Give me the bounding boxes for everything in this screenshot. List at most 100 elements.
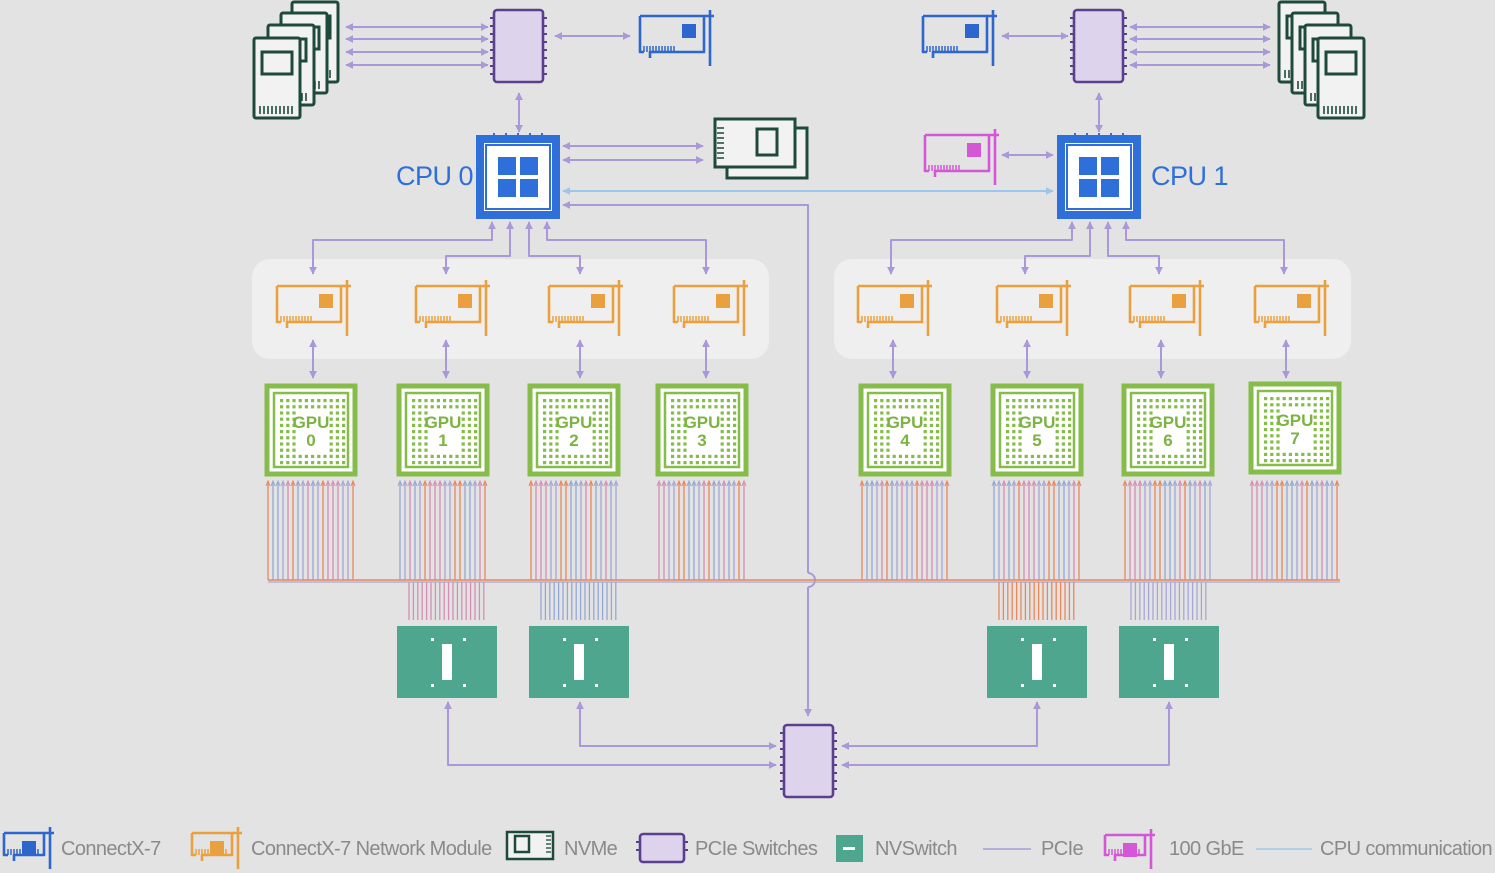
nvme-drive	[252, 36, 302, 120]
nvlink-wire-arrow	[442, 479, 448, 487]
connectx7-network-modules	[275, 280, 1329, 336]
nvlink-wire-arrow	[681, 479, 687, 487]
nvlink-wire-arrow	[1137, 479, 1143, 487]
nvlink-wire-arrow	[305, 479, 311, 487]
nvlink-wire-arrow	[1197, 479, 1203, 487]
nvlink-wire-arrow	[696, 479, 702, 487]
nvme-stack-left	[252, 0, 340, 120]
nvlink-wire-arrow	[593, 479, 599, 487]
nvlink-wire-arrow	[1142, 479, 1148, 487]
nvlink-wire-arrow	[1264, 479, 1270, 487]
connectx7-network-module	[1128, 280, 1204, 336]
nvlink-wire-arrow	[1066, 479, 1072, 487]
connectx7-network-module	[275, 280, 351, 336]
nvlink-wire-arrow	[320, 479, 326, 487]
gpu-7: GPU 7	[1248, 381, 1342, 475]
connectx7-network-module	[547, 280, 623, 336]
nvlink-wire-arrow	[1157, 479, 1163, 487]
nvlink-wire-arrow	[1269, 479, 1275, 487]
nvlink-wire-arrow	[295, 479, 301, 487]
connectx7-card	[921, 10, 997, 66]
nvlink-wire-arrow	[924, 479, 930, 487]
nvswitch	[397, 626, 497, 698]
nvlink-wire-arrow	[315, 479, 321, 487]
gbe100-icon	[1103, 829, 1155, 869]
nvlink-wire-arrow	[869, 479, 875, 487]
nvswitch	[529, 626, 629, 698]
nvlink-wire-arrow	[1274, 479, 1280, 487]
nvlink-wire-arrow	[613, 479, 619, 487]
nvlink-wire-arrow	[879, 479, 885, 487]
nvlink-wire-arrow	[533, 479, 539, 487]
nvlink-wire-arrow	[1021, 479, 1027, 487]
cpu-1	[1057, 133, 1141, 219]
nvlink-wire-arrow	[603, 479, 609, 487]
nvlink-wire-arrow	[1192, 479, 1198, 487]
nvlink-wire-arrow	[345, 479, 351, 487]
nvlink-wire-arrow	[543, 479, 549, 487]
nvlink-wire-arrow	[914, 479, 920, 487]
legend-connectx7: ConnectX-7	[61, 838, 161, 860]
gpu-3-label: GPU	[684, 413, 721, 432]
nvlink-wire-arrow	[884, 479, 890, 487]
network-module-group-right	[834, 259, 1351, 359]
gpu-5: GPU 5	[990, 383, 1084, 477]
gpu-4-index: 4	[900, 431, 910, 450]
nvlink-wire-arrow	[1011, 479, 1017, 487]
gpu-6-label: GPU	[1150, 413, 1187, 432]
nvlink-wire-arrow	[894, 479, 900, 487]
nvlink-wire-arrow	[1056, 479, 1062, 487]
pcie-switch-bottom	[780, 723, 837, 799]
nvlink-wire-arrow	[300, 479, 306, 487]
nvlink-wire-arrow	[904, 479, 910, 487]
nvlink-wire-arrow	[275, 479, 281, 487]
nvlink-wire-arrow	[1152, 479, 1158, 487]
nvlink-wire-arrow	[1294, 479, 1300, 487]
nvlink-wire-arrow	[310, 479, 316, 487]
nvlink-wire-arrow	[1071, 479, 1077, 487]
legend-gbe100: 100 GbE	[1169, 838, 1244, 860]
pcie-link	[543, 221, 710, 275]
gpu-5-index: 5	[1032, 431, 1041, 450]
nvlink-wire-arrow	[711, 479, 717, 487]
pcie-switch	[780, 723, 837, 799]
nvlink-wires	[265, 479, 1340, 620]
nvlink-wire-arrow	[1182, 479, 1188, 487]
nvlink-wire-arrow	[1314, 479, 1320, 487]
legend-nvme-icon	[505, 830, 555, 861]
nvlink-wire-arrow	[467, 479, 473, 487]
legend-connectx7-module: ConnectX-7 Network Module	[251, 838, 492, 860]
nvlink-wire-arrow	[919, 479, 925, 487]
legend: ConnectX-7 ConnectX-7 Network Module NVM…	[2, 827, 1493, 869]
nvlink-wire-arrow	[402, 479, 408, 487]
gpu-0: GPU 0	[264, 383, 358, 477]
nvlink-wire-arrow	[335, 479, 341, 487]
nvlink-wire-arrow	[432, 479, 438, 487]
pcie-link	[576, 701, 777, 750]
nvlink-wire-arrow	[1299, 479, 1305, 487]
nvlink-wire-arrow	[1319, 479, 1325, 487]
legend-pcie: PCIe	[1041, 838, 1084, 860]
nvlink-wire-arrow	[666, 479, 672, 487]
nvlink-wire-arrow	[726, 479, 732, 487]
legend-nvme: NVMe	[564, 838, 618, 860]
gpu-6-index: 6	[1163, 431, 1172, 450]
connection-lines	[309, 23, 1290, 769]
nvlink-wire-arrow	[325, 479, 331, 487]
nvlink-wire-arrow	[676, 479, 682, 487]
nvlink-wire-arrow	[265, 479, 271, 487]
nvme-drive	[1316, 36, 1366, 120]
nvlink-wire-arrow	[563, 479, 569, 487]
nvswitches	[397, 626, 1219, 698]
nvlink-wire-arrow	[1172, 479, 1178, 487]
nvlink-wire-arrow	[716, 479, 722, 487]
nvlink-wire-arrow	[661, 479, 667, 487]
nvlink-wire-arrow	[1187, 479, 1193, 487]
nvlink-wire-arrow	[736, 479, 742, 487]
pcie-link	[1021, 221, 1094, 275]
nvlink-wire-arrow	[447, 479, 453, 487]
nvlink-wire-arrow	[598, 479, 604, 487]
nvlink-wire-arrow	[558, 479, 564, 487]
pcie-link	[841, 701, 1173, 769]
nvlink-wire-arrow	[285, 479, 291, 487]
